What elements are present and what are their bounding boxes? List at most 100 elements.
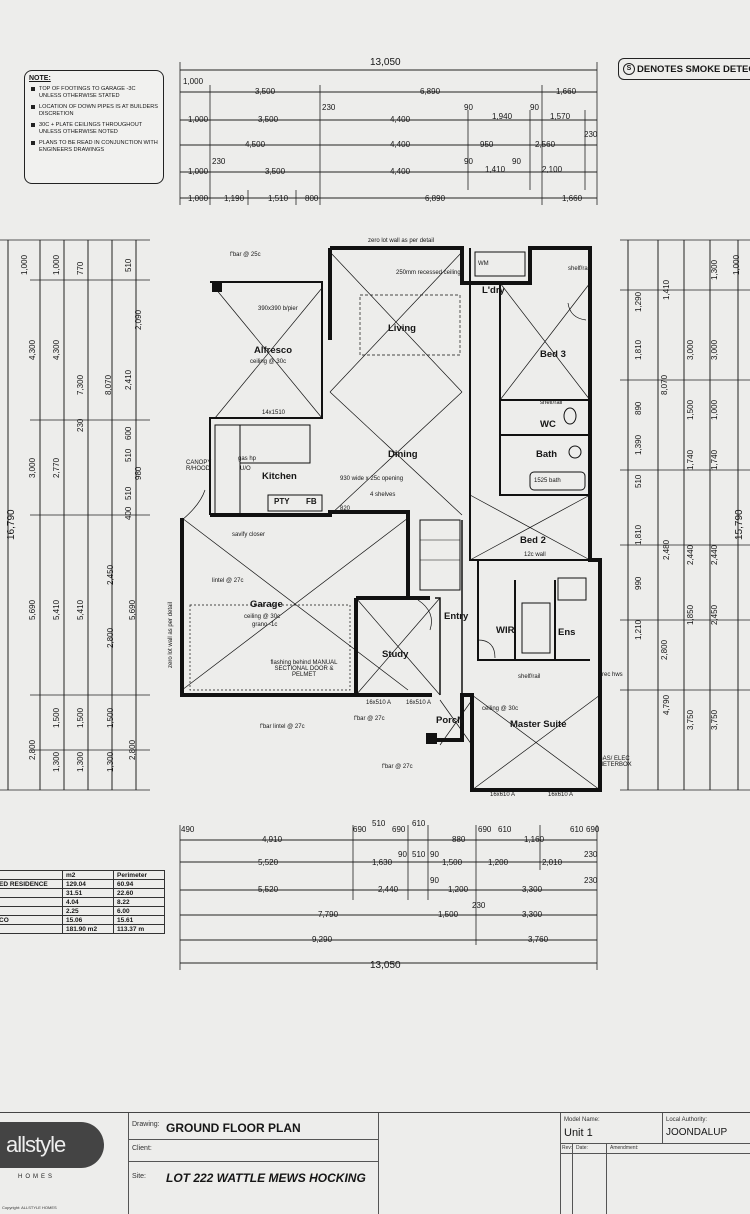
dim: 90 xyxy=(512,157,521,166)
dim-overall-right: 15,790 xyxy=(734,509,745,540)
washing-machine-label: WM xyxy=(478,261,489,267)
dim: 1,210 xyxy=(634,619,643,640)
note-item: PLANS TO BE READ IN CONJUNCTION WITH ENG… xyxy=(31,140,159,154)
table-cell: 2.25 xyxy=(62,906,114,916)
table-cell: 6.00 xyxy=(113,906,165,916)
dim: 1,810 xyxy=(634,524,643,545)
dim: 1,300 xyxy=(106,751,115,772)
dim: 230 xyxy=(472,901,486,910)
dim: 8,070 xyxy=(660,374,669,395)
dim: 980 xyxy=(134,466,143,480)
dim: 2,440 xyxy=(378,885,399,894)
dim: 7,300 xyxy=(76,374,85,395)
room-wir: WIR xyxy=(496,625,515,636)
room-laundry: L'dry xyxy=(482,285,505,296)
smoke-detector-icon: S xyxy=(623,63,635,75)
room-bed3: Bed 3 xyxy=(540,349,566,360)
dim: 3,300 xyxy=(522,910,543,919)
dim: 90 xyxy=(398,850,407,859)
dim: 990 xyxy=(634,576,643,590)
dim: 2,770 xyxy=(52,457,61,478)
dim: 3,000 xyxy=(686,339,695,360)
dim: 8,070 xyxy=(104,374,113,395)
note-fbar-porch: f'bar @ 27c xyxy=(354,716,385,722)
dim: 3,500 xyxy=(255,87,276,96)
table-cell xyxy=(0,924,63,934)
note-item: TOP OF FOOTINGS TO GARAGE -3c UNLESS OTH… xyxy=(31,86,159,100)
dim: 510 xyxy=(372,819,386,828)
table-cell: CO xyxy=(0,915,63,925)
dim: 1,200 xyxy=(488,858,509,867)
note-opening: 930 wide x 25c opening xyxy=(340,476,404,482)
dim: 400 xyxy=(124,506,133,520)
dim: 2,010 xyxy=(542,858,563,867)
site-label: Site: xyxy=(132,1173,147,1180)
note-zero-lot-top: zero lot wall as per detail xyxy=(368,238,435,244)
note-wall-12c: 12c wall xyxy=(524,552,546,558)
rev-label: Rev: xyxy=(562,1145,573,1151)
dim: 1,000 xyxy=(20,254,29,275)
dim: 90 xyxy=(464,103,473,112)
table-cell: 129.04 xyxy=(62,879,114,889)
dim: 1,000 xyxy=(52,254,61,275)
dim: 5,520 xyxy=(258,885,279,894)
note-zero-lot-side: zero lot wall as per detail xyxy=(168,601,174,668)
note-bath-size: 1525 bath xyxy=(534,478,561,484)
table-cell: 15.06 xyxy=(62,915,114,925)
dim: 6,890 xyxy=(425,194,446,203)
dim: 510 xyxy=(124,258,133,272)
note-window: 16x510 A xyxy=(366,700,392,706)
dim: 4,790 xyxy=(662,694,671,715)
dim: 7,790 xyxy=(318,910,339,919)
dim: 1,500 xyxy=(438,910,459,919)
dim: 1,300 xyxy=(710,259,719,280)
dim: 3,000 xyxy=(28,457,37,478)
table-header: m2 xyxy=(62,870,114,880)
dim: 1,570 xyxy=(550,112,571,121)
dim: 690 xyxy=(353,825,367,834)
note-savify: savify closer xyxy=(232,532,266,538)
dim: 1,000 xyxy=(188,167,209,176)
dim: 1,160 xyxy=(524,835,545,844)
dim: 3,750 xyxy=(710,709,719,730)
note-shelf-rail: shelf/rail xyxy=(568,266,591,272)
note-fbar-porch2: f'bar @ 27c xyxy=(382,764,413,770)
dim: 3,000 xyxy=(710,339,719,360)
note-fb: FB xyxy=(306,497,317,506)
table-cell: 181.90 m2 xyxy=(62,924,114,934)
table-cell xyxy=(0,906,63,916)
room-living: Living xyxy=(388,323,416,334)
smoke-detector-legend: S DENOTES SMOKE DETEC xyxy=(618,58,750,80)
date-label: Date: xyxy=(576,1145,588,1151)
dim: 1,190 xyxy=(224,194,245,203)
dim: 600 xyxy=(124,426,133,440)
dim: 1,390 xyxy=(634,434,643,455)
dim: 610 xyxy=(498,825,512,834)
drawing-title: GROUND FLOOR PLAN xyxy=(166,1121,301,1135)
table-header xyxy=(0,870,63,880)
copyright: Copyright: ALLSTYLE HOMES xyxy=(2,1205,57,1210)
dim: 1,000 xyxy=(188,115,209,124)
amendment-label: Amendment: xyxy=(610,1145,639,1151)
dim: 2,100 xyxy=(542,165,563,174)
model-label: Model Name: xyxy=(564,1117,600,1123)
notes-box: NOTE: TOP OF FOOTINGS TO GARAGE -3c UNLE… xyxy=(24,70,164,184)
dim: 1,410 xyxy=(485,165,506,174)
room-entry: Entry xyxy=(444,611,469,622)
table-row: m2 Perimeter xyxy=(0,870,165,880)
dim: 90 xyxy=(464,157,473,166)
dim-overall-left: 16,790 xyxy=(6,509,17,540)
dim: 2,560 xyxy=(535,140,556,149)
dim: 690 xyxy=(586,825,600,834)
room-alfresco-ceiling: ceiling @ 30c xyxy=(250,359,287,365)
table-cell xyxy=(0,897,63,907)
room-garage-ceiling: ceiling @ 30c xyxy=(244,614,281,620)
note-flashing: flashing behind MANUAL SECTIONAL DOOR & … xyxy=(270,660,338,678)
note-pantry: PTY xyxy=(274,497,290,506)
room-porch: Porch xyxy=(436,715,463,726)
